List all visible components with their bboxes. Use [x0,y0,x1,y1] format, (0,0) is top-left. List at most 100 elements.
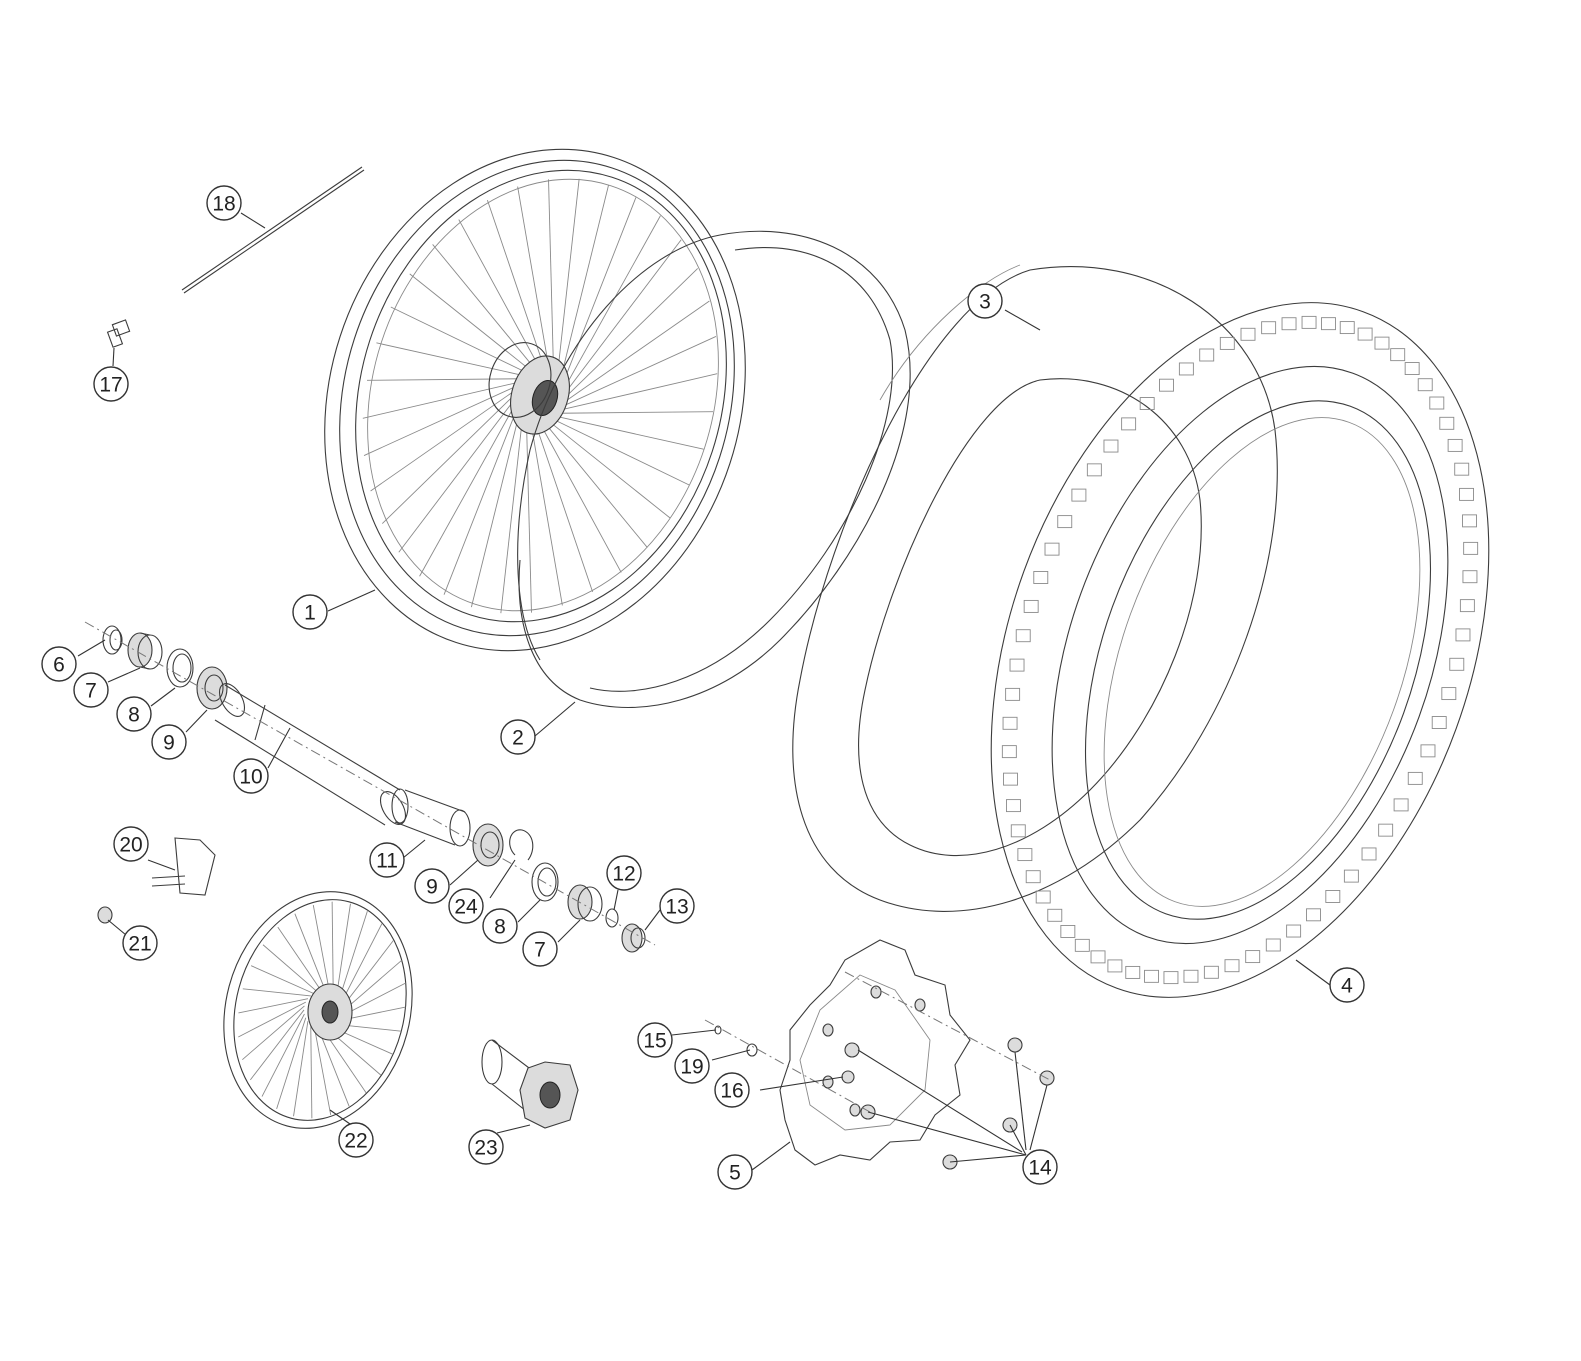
tread-block [1086,463,1102,477]
spoke-line [486,199,546,371]
spoke-line [312,904,331,994]
callout-7: 7 [73,672,109,708]
tread-block [1074,938,1090,952]
tread-block [1459,599,1475,613]
tread-block [1321,317,1336,331]
callout-2: 2 [500,719,536,755]
callout-circle [93,366,129,402]
callout-circle [967,283,1003,319]
callout-circle [448,888,484,924]
tread-block [1035,890,1051,904]
tread-block [1015,629,1031,643]
part-complete-wheel [223,891,413,1129]
spoke-line [363,386,517,456]
callout-9: 9 [151,724,187,760]
spoke-line [432,244,537,371]
callout-13: 13 [659,888,695,924]
tread-block [1281,317,1297,331]
tread-block [1378,823,1394,837]
callout-number: 9 [426,876,438,899]
part-tyre [990,302,1490,998]
tread-block [1390,348,1406,362]
callout-20: 20 [113,826,149,862]
spoke-line [310,1024,313,1119]
tread-block [1361,847,1377,861]
spoke-line [556,415,704,450]
part-rim-lock [151,837,216,896]
callout-circle [659,888,695,924]
spoke-line [250,1009,305,1081]
tread-block [1159,378,1174,392]
tread-block [1462,514,1477,528]
callout-circle [151,724,187,760]
tread-block [1417,378,1433,392]
tread-block [1463,541,1479,555]
tread-block [1459,487,1474,501]
part-left-spacer [127,632,163,670]
spoke-line [500,415,524,614]
tread-block [1178,362,1194,376]
spoke-line [390,306,528,374]
spoke-line [313,1026,332,1116]
callout-number: 2 [512,727,524,750]
tread-block [1441,687,1457,701]
part-axle-sleeve [214,683,407,826]
callout-11: 11 [369,842,405,878]
spoke-line [294,913,327,993]
tread-block [1203,965,1219,979]
tread-block [1125,965,1141,979]
part-bolts [841,1037,1055,1170]
spoke-line [458,219,542,371]
callout-circle [1022,1149,1058,1185]
tread-block [1393,798,1409,812]
spoke-line [331,901,334,996]
tread-block [1090,950,1106,964]
callout-17: 17 [93,366,129,402]
callout-3: 3 [967,283,1003,319]
tread-block [1286,924,1302,938]
callout-number: 12 [612,863,635,886]
spoke-line [559,411,714,414]
part-spoked-wheel [324,148,746,652]
part-left-circlip [166,648,194,688]
spoke-line [563,336,717,406]
spoke-line [529,420,563,606]
tread-block [1339,321,1355,335]
leader-lines [77,212,1331,1171]
spoke-line [562,197,637,384]
tread-block [1005,687,1021,701]
tread-block [1183,969,1199,983]
tread-block [1017,848,1033,862]
callout-circle [206,185,242,221]
callout-number: 6 [53,654,65,677]
callout-15: 15 [637,1022,673,1058]
tread-block [1325,890,1341,903]
spoke-line [317,1027,350,1107]
spoke-line [242,1005,305,1060]
callout-7: 7 [522,931,558,967]
tread-block [1357,327,1373,341]
callout-circle [500,719,536,755]
callout-number: 8 [494,916,506,939]
part-rim-lock-nut [97,906,113,924]
spoke-line [337,910,368,1003]
callout-number: 19 [680,1056,703,1079]
callout-circle [73,672,109,708]
tread-block [1002,716,1018,730]
tread-block [1025,870,1041,884]
callout-12: 12 [606,855,642,891]
spoke-line [419,404,516,577]
callout-circle [414,868,450,904]
callout-circle [116,696,152,732]
callout-10: 10 [233,758,269,794]
callout-circle [41,646,77,682]
callout-number: 14 [1028,1157,1052,1180]
tread-block [1003,772,1018,786]
callout-22: 22 [338,1122,374,1158]
callout-19: 19 [674,1048,710,1084]
callout-number: 23 [474,1137,497,1160]
tread-block [1240,327,1256,341]
spoke-line [538,421,622,573]
callout-24: 24 [448,888,484,924]
spoke-line [362,381,518,419]
